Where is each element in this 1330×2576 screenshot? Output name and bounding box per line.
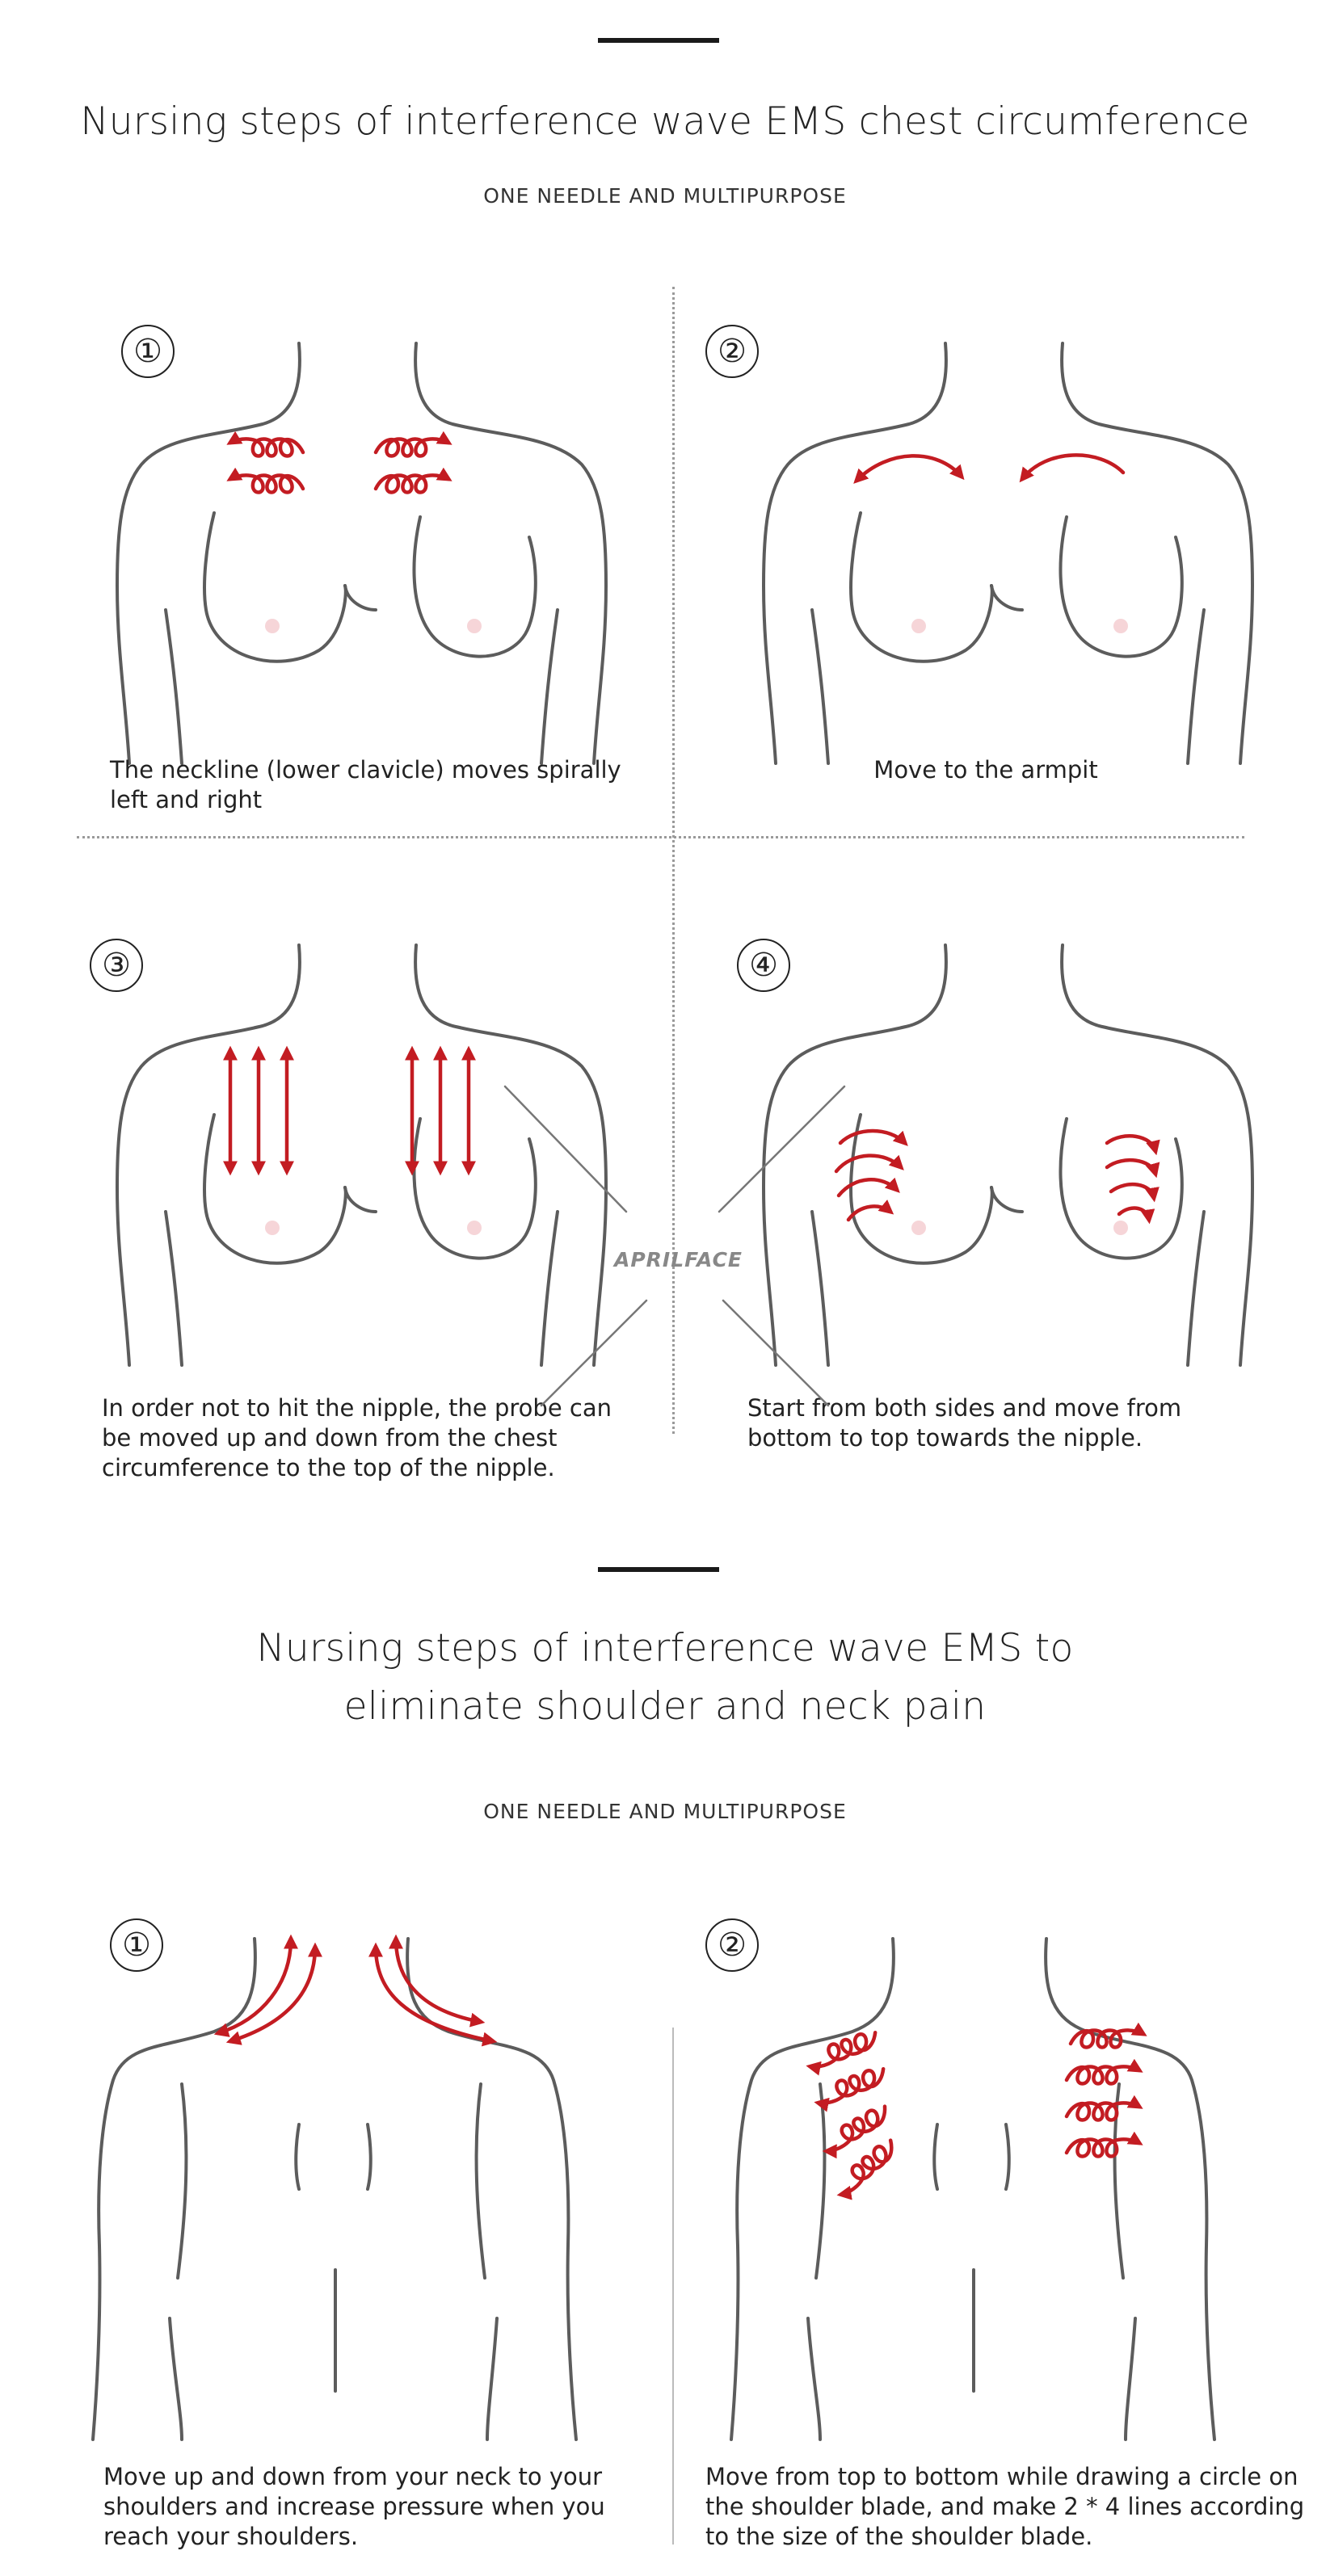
step1-torso-illustration [116,342,608,765]
top-divider [598,38,719,43]
section2-subtitle: ONE NEEDLE AND MULTIPURPOSE [483,1800,847,1823]
step1-caption: The neckline (lower clavicle) moves spir… [110,756,621,813]
step3-vertical-arrows [223,1045,476,1176]
step2-caption: Move to the armpit [873,756,1098,784]
back-step2-caption: Move from top to bottom while drawing a … [705,2463,1305,2550]
grid-vertical-divider [672,287,675,1434]
step3-number: ③ [90,939,143,992]
step2-armpit-arrows [853,453,1126,484]
grid-horizontal-divider [77,836,1244,838]
section2-title-line2: eliminate shoulder and neck pain [343,1684,987,1729]
back-step1-caption: Move up and down from your neck to your … [103,2463,605,2550]
brand-watermark: APRILFACE [614,1248,743,1271]
section2-title-line1: Nursing steps of interference wave EMS t… [256,1626,1074,1670]
back-step2-illustration [730,1937,1216,2441]
step1-number: ① [121,325,175,378]
step4-caption: Start from both sides and move from bott… [747,1394,1182,1452]
step4-curved-arrows [834,1128,1160,1225]
brand-leader-lines [503,1085,846,1407]
step3-caption: In order not to hit the nipple, the prob… [102,1394,612,1481]
back-step1-number: ① [110,1918,163,1972]
step2-torso-illustration [762,342,1254,765]
back-step2-number: ② [705,1918,759,1972]
step4-number: ④ [737,939,790,992]
section1-title: Nursing steps of interference wave EMS c… [80,99,1250,144]
back-step2-spiral-arrows [800,2023,1204,2169]
middle-divider [598,1567,719,1572]
section2-vertical-divider [672,2028,674,2544]
section1-subtitle: ONE NEEDLE AND MULTIPURPOSE [483,184,847,208]
step2-number: ② [705,325,759,378]
back-step1-neck-arrows [213,1934,498,2047]
step1-spiral-arrows [214,428,481,509]
